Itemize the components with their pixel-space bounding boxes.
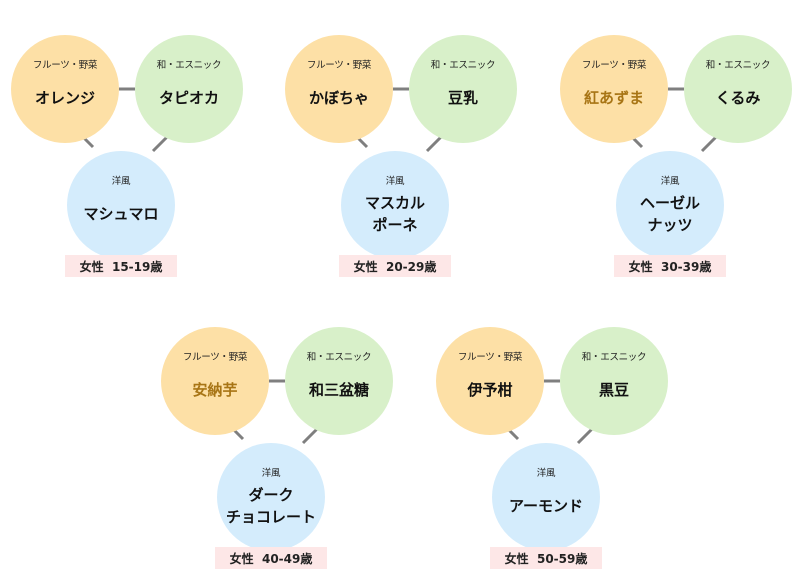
japanese-ethnic-circle: 和・エスニック くるみ <box>684 35 792 143</box>
flavor-name: 和三盆糖 <box>308 381 369 399</box>
category-label: フルーツ・野菜 <box>306 60 372 71</box>
flavor-name: 安納芋 <box>192 381 238 399</box>
flavor-name: 伊予柑 <box>467 381 513 399</box>
category-label: 和・エスニック <box>705 60 771 71</box>
japanese-ethnic-circle: 和・エスニック 黒豆 <box>560 327 668 435</box>
flavor-name: アーモンド <box>508 497 584 515</box>
demographic-label: 女性 40-49歳 <box>215 547 327 569</box>
fruit-vegetable-circle: フルーツ・野菜 安納芋 <box>161 327 269 435</box>
western-circle: 洋風 マシュマロ <box>67 151 175 259</box>
western-circle: 洋風 ヘーゼル ナッツ <box>616 151 724 259</box>
flavor-name: ダーク チョコレート <box>225 486 316 526</box>
western-circle: 洋風 マスカル ポーネ <box>341 151 449 259</box>
fruit-vegetable-circle: フルーツ・野菜 紅あずま <box>560 35 668 143</box>
category-label: 和・エスニック <box>156 60 222 71</box>
category-label: 洋風 <box>385 176 405 187</box>
flavor-group: フルーツ・野菜 オレンジ 和・エスニック タピオカ 洋風 マシュマロ 女性 15… <box>11 19 243 279</box>
category-label: 洋風 <box>660 176 680 187</box>
flavor-name: かぼちゃ <box>308 89 369 107</box>
flavor-name: ヘーゼル ナッツ <box>639 194 700 234</box>
category-label: 和・エスニック <box>430 60 496 71</box>
demographic-label: 女性 20-29歳 <box>339 255 451 277</box>
category-label: 洋風 <box>261 468 281 479</box>
japanese-ethnic-circle: 和・エスニック 豆乳 <box>409 35 517 143</box>
demographic-label: 女性 50-59歳 <box>490 547 602 569</box>
flavor-name: 豆乳 <box>447 89 478 107</box>
flavor-group: フルーツ・野菜 安納芋 和・エスニック 和三盆糖 洋風 ダーク チョコレート 女… <box>161 311 393 571</box>
category-label: フルーツ・野菜 <box>182 352 248 363</box>
category-label: 洋風 <box>111 176 131 187</box>
demographic-label: 女性 30-39歳 <box>614 255 726 277</box>
fruit-vegetable-circle: フルーツ・野菜 伊予柑 <box>436 327 544 435</box>
flavor-name: タピオカ <box>158 89 219 107</box>
fruit-vegetable-circle: フルーツ・野菜 オレンジ <box>11 35 119 143</box>
flavor-name: くるみ <box>715 89 761 107</box>
category-label: 洋風 <box>536 468 556 479</box>
western-circle: 洋風 ダーク チョコレート <box>217 443 325 551</box>
flavor-group: フルーツ・野菜 紅あずま 和・エスニック くるみ 洋風 ヘーゼル ナッツ 女性 … <box>560 19 792 279</box>
flavor-group: フルーツ・野菜 伊予柑 和・エスニック 黒豆 洋風 アーモンド 女性 50-59… <box>436 311 668 571</box>
japanese-ethnic-circle: 和・エスニック タピオカ <box>135 35 243 143</box>
flavor-name: マシュマロ <box>83 205 159 223</box>
demographic-label: 女性 15-19歳 <box>65 255 177 277</box>
flavor-name: 黒豆 <box>598 381 629 399</box>
japanese-ethnic-circle: 和・エスニック 和三盆糖 <box>285 327 393 435</box>
category-label: フルーツ・野菜 <box>581 60 647 71</box>
western-circle: 洋風 アーモンド <box>492 443 600 551</box>
category-label: フルーツ・野菜 <box>457 352 523 363</box>
flavor-name: 紅あずま <box>583 89 644 107</box>
fruit-vegetable-circle: フルーツ・野菜 かぼちゃ <box>285 35 393 143</box>
flavor-name: オレンジ <box>34 89 95 107</box>
category-label: 和・エスニック <box>581 352 647 363</box>
category-label: 和・エスニック <box>306 352 372 363</box>
flavor-group: フルーツ・野菜 かぼちゃ 和・エスニック 豆乳 洋風 マスカル ポーネ 女性 2… <box>285 19 517 279</box>
flavor-name: マスカル ポーネ <box>364 194 425 234</box>
category-label: フルーツ・野菜 <box>32 60 98 71</box>
